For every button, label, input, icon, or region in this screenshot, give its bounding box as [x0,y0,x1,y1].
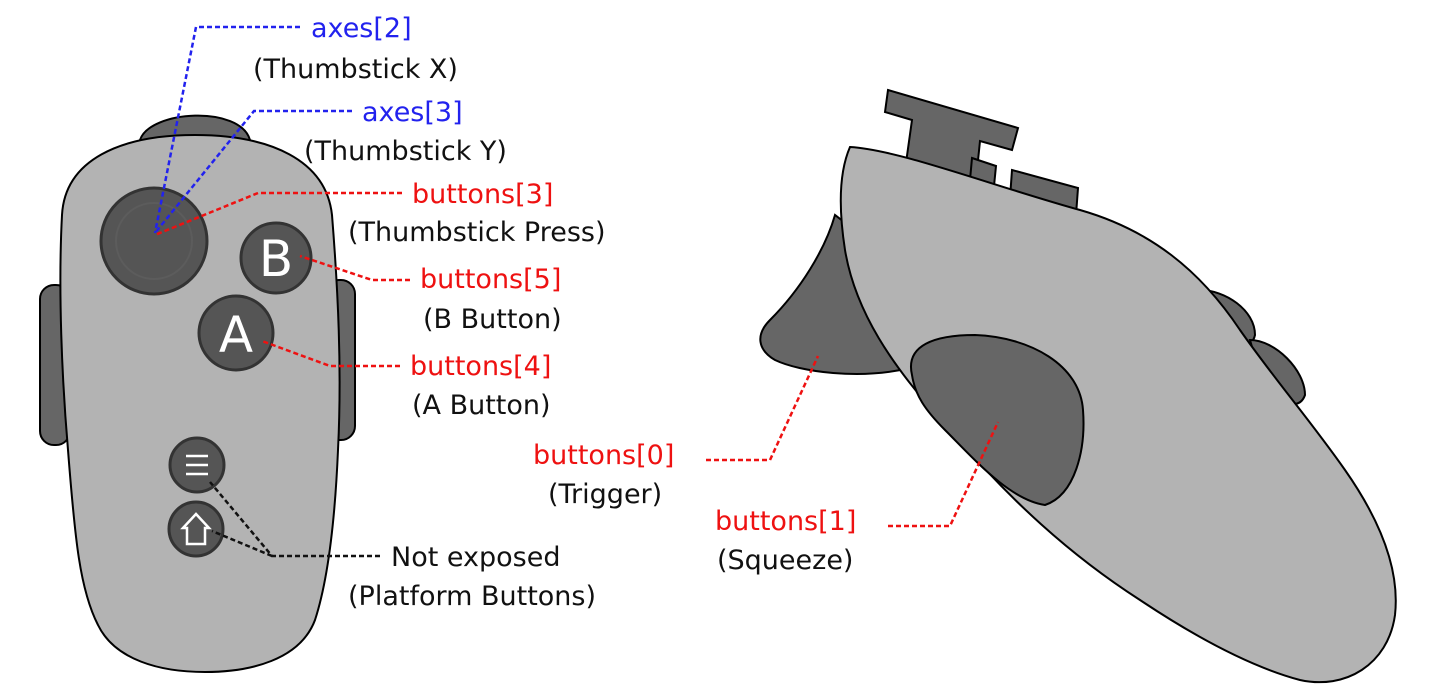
home-icon [180,512,212,546]
platform-leader-line-home [211,529,273,558]
buttons1-label: buttons[1] [715,506,856,537]
buttons1-description: (Squeeze) [717,545,853,576]
axes2-leader-line [153,25,300,234]
buttons3-label: buttons[3] [412,179,553,210]
a-button[interactable]: A [197,294,275,372]
buttons5-description: (B Button) [423,304,562,335]
platform-buttons-description: (Platform Buttons) [348,581,596,612]
buttons1-leader-line [888,421,1000,528]
front-view-controller: B A [39,114,356,674]
buttons4-label: buttons[4] [410,351,551,382]
axes2-description: (Thumbstick X) [253,54,458,85]
buttons0-leader-line [706,355,820,462]
menu-button[interactable] [168,436,226,494]
buttons5-label: buttons[5] [420,264,561,295]
side-view-controller [759,88,1397,684]
buttons3-description: (Thumbstick Press) [348,217,606,248]
buttons3-leader-line [154,191,402,237]
b-button[interactable]: B [239,221,313,295]
platform-buttons-label: Not exposed [391,542,560,573]
axes3-description: (Thumbstick Y) [304,136,507,167]
buttons0-description: (Trigger) [548,479,662,510]
thumbstick-inner-ring [115,202,193,280]
axes3-leader-line [154,109,352,234]
buttons5-leader-line [299,254,410,282]
home-button[interactable] [167,500,225,558]
axes3-label: axes[3] [362,97,463,128]
buttons4-description: (A Button) [412,390,551,421]
b-button-letter: B [259,230,293,288]
axes2-label: axes[2] [311,13,412,44]
menu-icon [186,454,208,476]
buttons0-label: buttons[0] [533,440,674,471]
side-controller-body [839,145,1397,684]
a-button-letter: A [219,306,253,364]
squeeze-button[interactable] [909,333,1085,507]
